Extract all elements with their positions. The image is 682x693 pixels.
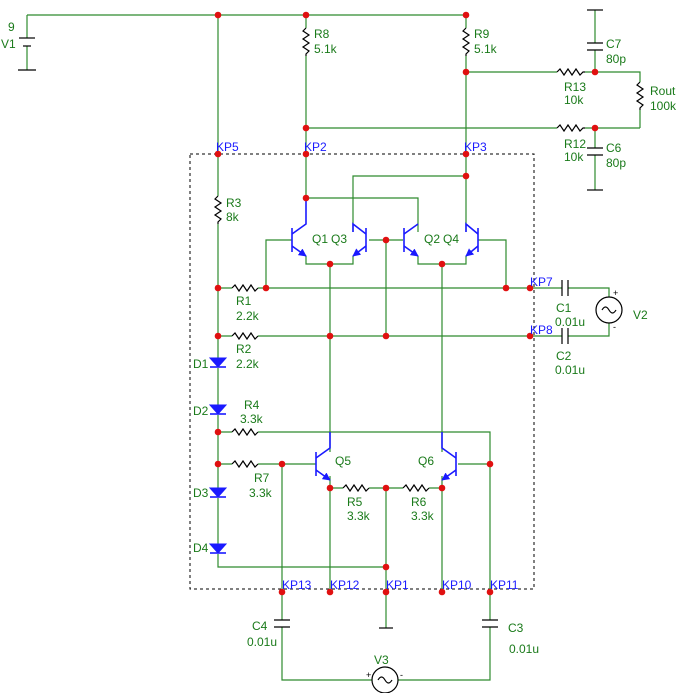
ac-source-v2	[595, 296, 623, 324]
r3-value: 8k	[226, 210, 240, 224]
r8-name: R8	[314, 27, 330, 41]
c1-name: C1	[556, 301, 572, 315]
c6-name: C6	[606, 141, 622, 155]
r3-name: R3	[226, 196, 242, 210]
kp3-label: KP3	[464, 140, 487, 154]
r13-value: 10k	[564, 93, 584, 107]
capacitor-symbols	[274, 42, 603, 628]
r7-value: 3.3k	[249, 486, 273, 500]
r7-name: R7	[254, 471, 270, 485]
v1-value: 9	[8, 20, 15, 34]
junction-dots	[214, 11, 599, 596]
c7-name: C7	[606, 37, 622, 51]
r2-value: 2.2k	[236, 357, 260, 371]
resistor-symbols	[213, 27, 645, 493]
rout-value: 100k	[650, 99, 677, 113]
d3-name: D3	[193, 486, 209, 500]
r12-name: R12	[564, 137, 586, 151]
r1-value: 2.2k	[236, 309, 260, 323]
kp11-label: KP11	[490, 578, 519, 592]
q5-name: Q5	[335, 454, 351, 468]
c6-value: 80p	[606, 156, 626, 170]
d4-name: D4	[193, 541, 209, 555]
r12-value: 10k	[564, 150, 584, 164]
ac-source-v3	[371, 666, 399, 693]
d2-name: D2	[193, 404, 209, 418]
kp12-label: KP12	[330, 578, 360, 592]
ground-symbols	[18, 9, 603, 629]
module-boundary	[189, 153, 535, 590]
c3-name: C3	[508, 621, 524, 635]
kp2-label: KP2	[304, 140, 327, 154]
diode-symbols	[208, 357, 228, 554]
r4-value: 3.3k	[240, 412, 264, 426]
r9-value: 5.1k	[474, 42, 498, 56]
r1-name: R1	[236, 294, 252, 308]
q2-name: Q2	[424, 232, 440, 246]
q6-name: Q6	[418, 454, 434, 468]
kp10-label: KP10	[442, 578, 472, 592]
r8-value: 5.1k	[314, 42, 338, 56]
c7-value: 80p	[606, 52, 626, 66]
r4-name: R4	[244, 398, 260, 412]
r5-name: R5	[347, 495, 363, 509]
v3-name: V3	[374, 653, 389, 667]
c4-value: 0.01u	[247, 635, 277, 649]
c1-value: 0.01u	[555, 315, 585, 329]
battery-v1-symbol	[19, 37, 35, 47]
r5-value: 3.3k	[347, 509, 371, 523]
r6-value: 3.3k	[411, 509, 435, 523]
r6-name: R6	[411, 495, 427, 509]
q4-name: Q4	[443, 232, 459, 246]
transistor-symbols	[291, 198, 479, 481]
v3-plus-sign: +	[366, 670, 371, 680]
c2-value: 0.01u	[555, 363, 585, 377]
q1-name: Q1	[312, 232, 328, 246]
r2-name: R2	[236, 342, 252, 356]
kp5-label: KP5	[216, 140, 239, 154]
kp1-label: KP1	[386, 578, 409, 592]
c4-name: C4	[252, 619, 268, 633]
r13-name: R13	[564, 80, 586, 94]
q3-name: Q3	[331, 232, 347, 246]
kp8-label: KP8	[530, 323, 553, 337]
v2-name: V2	[633, 308, 648, 322]
r9-name: R9	[474, 27, 490, 41]
kp13-label: KP13	[282, 578, 312, 592]
v3-minus-sign: -	[400, 670, 403, 680]
v2-minus-sign: -	[613, 322, 616, 332]
v2-plus-sign: +	[613, 288, 618, 298]
rout-name: Rout	[650, 84, 676, 98]
c2-name: C2	[556, 349, 572, 363]
d1-name: D1	[193, 357, 209, 371]
c3-value: 0.01u	[509, 642, 539, 656]
v1-name: V1	[1, 37, 16, 51]
kp7-label: KP7	[530, 275, 553, 289]
